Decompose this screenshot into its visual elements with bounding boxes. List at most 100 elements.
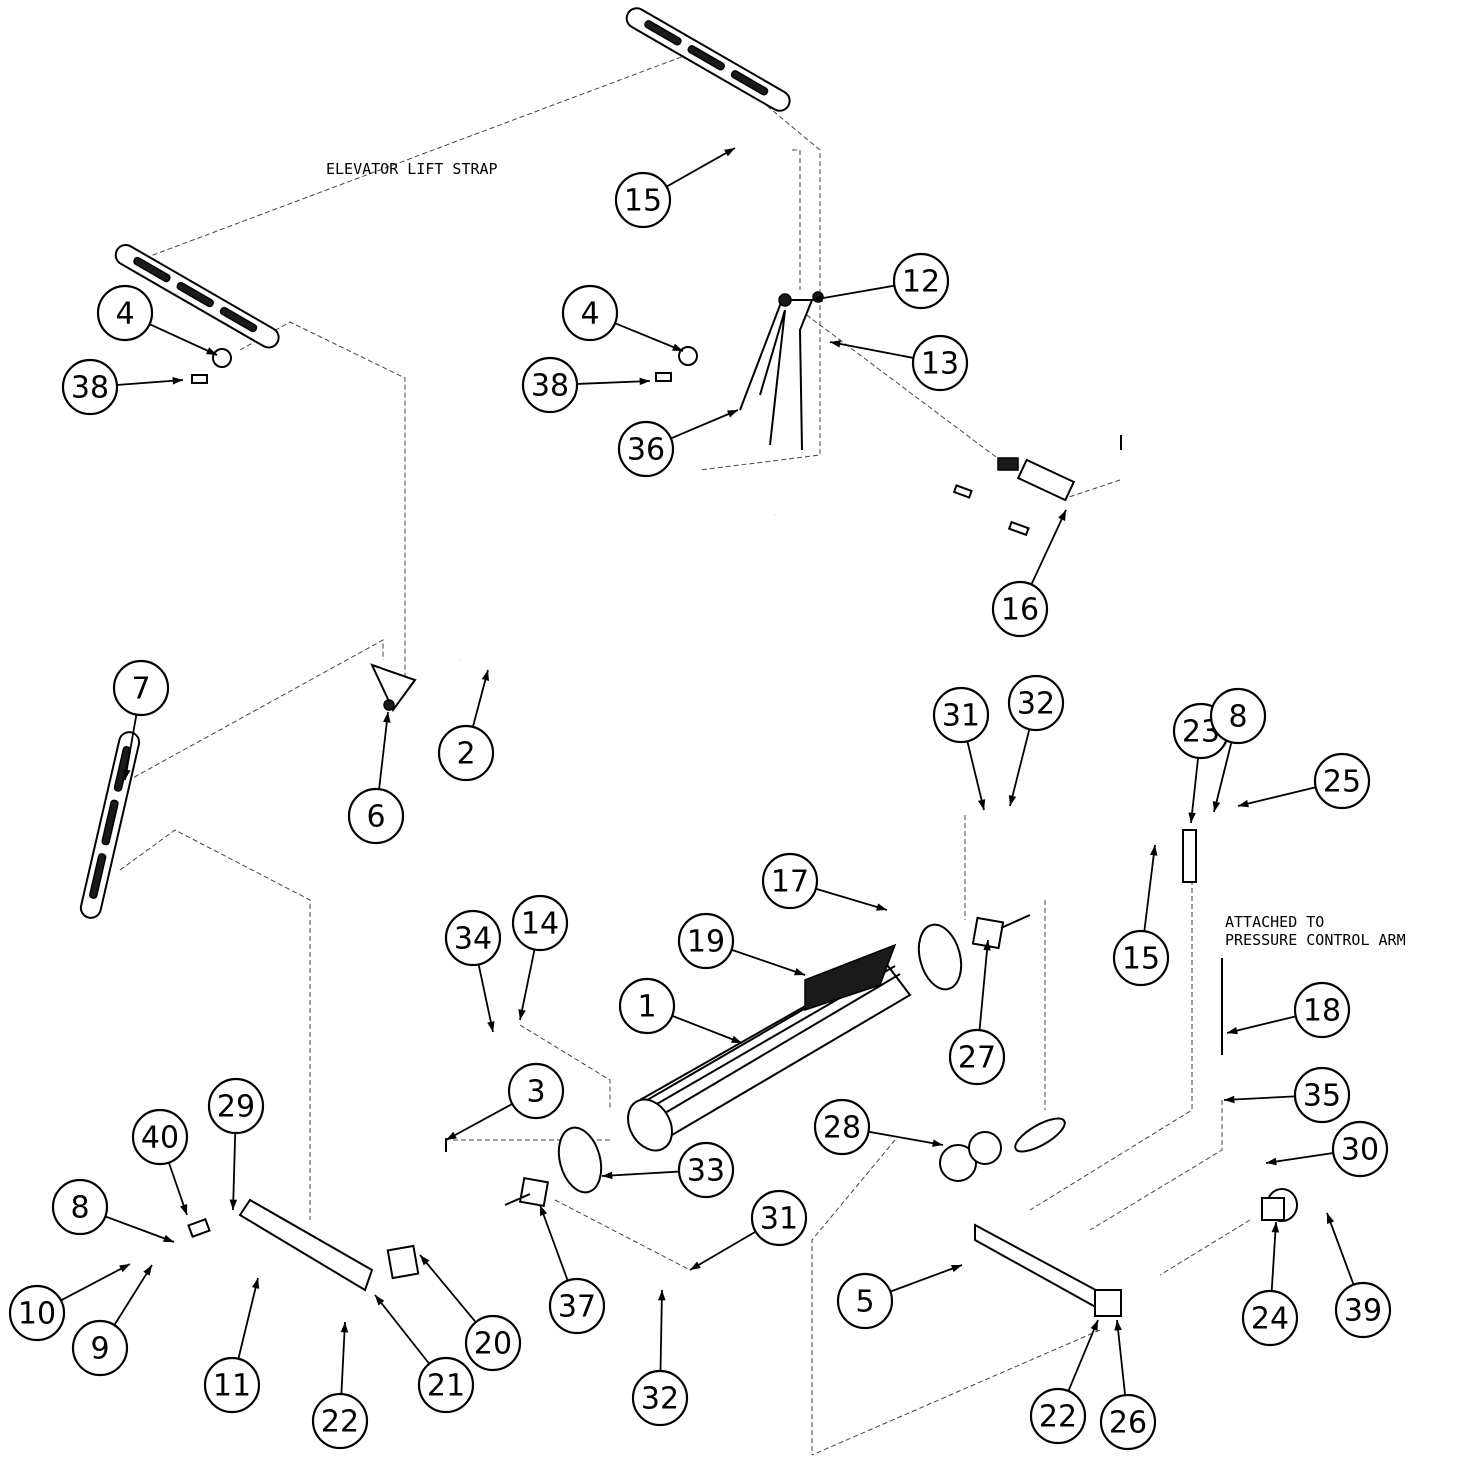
part-balloon-11: 11: [203, 1356, 261, 1414]
part-balloon-4: 4: [96, 284, 154, 342]
leader-arrowhead: [1224, 1095, 1235, 1104]
part-number: 37: [558, 1290, 596, 1325]
phantom-lines: [119, 49, 1251, 1456]
leader-line: [232, 1132, 237, 1211]
part-balloon-12: 12: [892, 252, 950, 310]
leader-line: [113, 1264, 153, 1326]
leader-line: [124, 714, 138, 781]
part-balloon-2: 2: [437, 724, 495, 782]
leader-arrowhead: [690, 1261, 701, 1270]
part-number: 39: [1344, 1294, 1382, 1329]
leader-line: [519, 949, 536, 1021]
leader-arrowhead: [172, 377, 183, 385]
part-balloon-15: 15: [1112, 929, 1170, 987]
leader-arrowhead: [206, 347, 217, 355]
part-number: 36: [627, 433, 665, 468]
leader-line: [116, 379, 184, 386]
part-balloon-17: 17: [761, 852, 819, 910]
part-balloon-18: 18: [1293, 981, 1351, 1039]
leader-arrowhead: [1238, 799, 1249, 808]
leader-arrowhead: [1149, 845, 1158, 856]
leader-line: [1223, 1095, 1296, 1101]
leader-arrowhead: [518, 1009, 526, 1020]
part-balloon-37: 37: [548, 1277, 606, 1335]
leader-arrowhead: [658, 1290, 666, 1301]
part-balloon-6: 6: [347, 787, 405, 845]
part-balloon-34: 34: [444, 909, 502, 967]
leader-line: [689, 1230, 757, 1271]
part-balloon-7: 7: [112, 659, 170, 717]
leader-line: [1190, 757, 1199, 824]
leader-arrowhead: [951, 1265, 962, 1273]
leader-arrowhead: [375, 1295, 385, 1306]
leader-arrowhead: [932, 1139, 943, 1147]
leader-line: [1067, 1319, 1099, 1392]
part-balloon-36: 36: [617, 420, 675, 478]
part-number: 5: [855, 1285, 874, 1320]
lift-strap-vertical: [79, 731, 141, 919]
part-number: 4: [580, 297, 599, 332]
part-balloon-8: 8: [1209, 687, 1267, 745]
part-number: 35: [1303, 1079, 1341, 1114]
part-balloon-16: 16: [991, 580, 1049, 638]
leader-arrowhead: [876, 903, 887, 911]
leader-line: [1116, 1319, 1126, 1396]
part-number: 17: [771, 865, 809, 900]
part-number: 15: [624, 184, 662, 219]
part-number: 26: [1109, 1406, 1147, 1441]
leader-arrowhead: [724, 148, 735, 157]
leader-arrowhead: [143, 1265, 152, 1276]
leader-arrowhead: [383, 712, 391, 723]
leader-line: [104, 1215, 175, 1243]
lift-strap-note: ELEVATOR LIFT STRAP: [326, 160, 498, 178]
leader-arrowhead: [540, 1205, 548, 1216]
part-number: 1: [637, 990, 656, 1025]
leader-line: [539, 1204, 569, 1281]
part-number: 32: [641, 1382, 679, 1417]
part-number: 19: [687, 925, 725, 960]
leader-arrowhead: [229, 1199, 238, 1210]
leader-line: [811, 284, 895, 301]
leader-arrowhead: [251, 1278, 260, 1289]
leader-line: [815, 887, 888, 911]
leader-arrowhead: [487, 1021, 495, 1032]
part-balloon-27: 27: [948, 1028, 1006, 1086]
part-number: 16: [1001, 593, 1039, 628]
leader-line: [374, 1294, 430, 1365]
leader-line: [1237, 786, 1316, 807]
leader-line: [1009, 728, 1031, 807]
part-balloon-4: 4: [561, 284, 619, 342]
part-balloon-22: 22: [1029, 1387, 1087, 1445]
part-balloon-28: 28: [813, 1098, 871, 1156]
part-number: 27: [958, 1041, 996, 1076]
leader-arrowhead: [1058, 510, 1066, 521]
leader-arrowhead: [1227, 1026, 1238, 1035]
part-number: 34: [454, 922, 492, 957]
main-roller: [627, 943, 912, 1152]
leader-line: [829, 341, 914, 359]
part-number: 2: [456, 737, 475, 772]
leader-arrowhead: [1090, 1320, 1098, 1331]
part-number: 40: [141, 1121, 179, 1156]
leader-line: [671, 1014, 743, 1044]
elevator-lift-strap-label: ELEVATOR LIFT STRAP: [326, 160, 498, 178]
leader-line: [1326, 1212, 1355, 1286]
leader-lines: [60, 147, 1355, 1396]
leader-line: [419, 1254, 477, 1323]
part-number: 12: [902, 265, 940, 300]
leader-line: [477, 964, 494, 1033]
part-balloon-35: 35: [1293, 1066, 1351, 1124]
leader-arrowhead: [1327, 1213, 1335, 1224]
leader-arrowhead: [446, 1131, 457, 1140]
leader-line: [1226, 1015, 1296, 1034]
leader-arrowhead: [794, 968, 805, 976]
leader-line: [666, 147, 736, 188]
leader-line: [378, 711, 389, 790]
leader-line: [1143, 844, 1156, 932]
part-number: 4: [115, 297, 134, 332]
leader-arrowhead: [1271, 1222, 1280, 1233]
leader-arrowhead: [163, 1234, 174, 1242]
leader-arrowhead: [977, 799, 986, 810]
part-balloon-3: 3: [507, 1062, 565, 1120]
part-number: 33: [687, 1154, 725, 1189]
